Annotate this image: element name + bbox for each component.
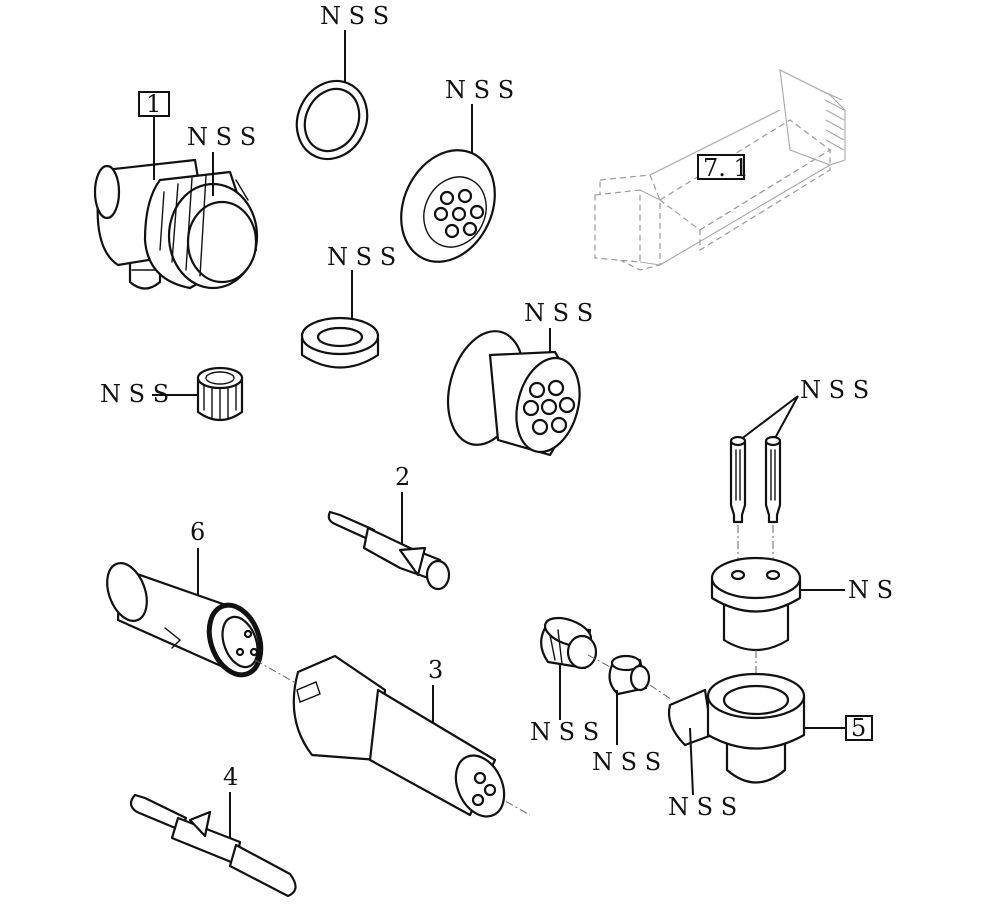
nss-label-ring: N S S bbox=[320, 2, 389, 30]
ref-label-2: 2 bbox=[395, 463, 410, 491]
nss-label-ferrule: N S S bbox=[592, 748, 661, 776]
ref-box-7 bbox=[697, 154, 745, 180]
nss-label-elbow: N S S bbox=[668, 793, 737, 821]
nss-label-spacer: N S S bbox=[327, 243, 396, 271]
reference-assembly-7-1 bbox=[594, 69, 846, 271]
socket-contact-4 bbox=[129, 793, 297, 898]
nss-label-cable-nut: N S S bbox=[530, 718, 599, 746]
ref-label-3: 3 bbox=[428, 656, 443, 684]
leader-pins bbox=[739, 395, 799, 441]
nss-label-grommet: N S S bbox=[445, 76, 514, 104]
seal-grommet-7-hole bbox=[400, 149, 496, 263]
ferrule bbox=[608, 654, 651, 696]
ref-box-1 bbox=[138, 91, 170, 117]
elbow-body-5 bbox=[667, 672, 806, 784]
nss-label-housing: N S S bbox=[524, 299, 593, 327]
coupling-6 bbox=[106, 562, 264, 678]
nss-label-pins: N S S bbox=[800, 376, 869, 404]
ring-seal bbox=[295, 79, 369, 161]
spacer-ring bbox=[300, 316, 380, 369]
small-nut bbox=[196, 366, 244, 422]
ref-label-4: 4 bbox=[223, 763, 238, 791]
pin-contact-2 bbox=[327, 510, 451, 591]
plug-body-3 bbox=[292, 654, 506, 818]
cable-nut bbox=[540, 616, 598, 670]
axis-mid bbox=[587, 654, 673, 701]
ref-label-7-1: 7. 1 bbox=[703, 154, 749, 182]
grommet-2-hole bbox=[710, 556, 802, 651]
ns-label-grommet: N S bbox=[848, 576, 893, 604]
terminal-pins bbox=[729, 435, 782, 524]
leader-elbow bbox=[689, 727, 694, 796]
nss-label-socket-nut: N S S bbox=[187, 123, 256, 151]
ref-label-1: 1 bbox=[146, 90, 161, 118]
connector-housing-7-pin bbox=[447, 330, 581, 457]
ref-box-5 bbox=[845, 715, 873, 741]
ref-label-5: 5 bbox=[851, 714, 866, 742]
ref-label-6: 6 bbox=[190, 518, 205, 546]
socket-part-1 bbox=[93, 158, 259, 290]
